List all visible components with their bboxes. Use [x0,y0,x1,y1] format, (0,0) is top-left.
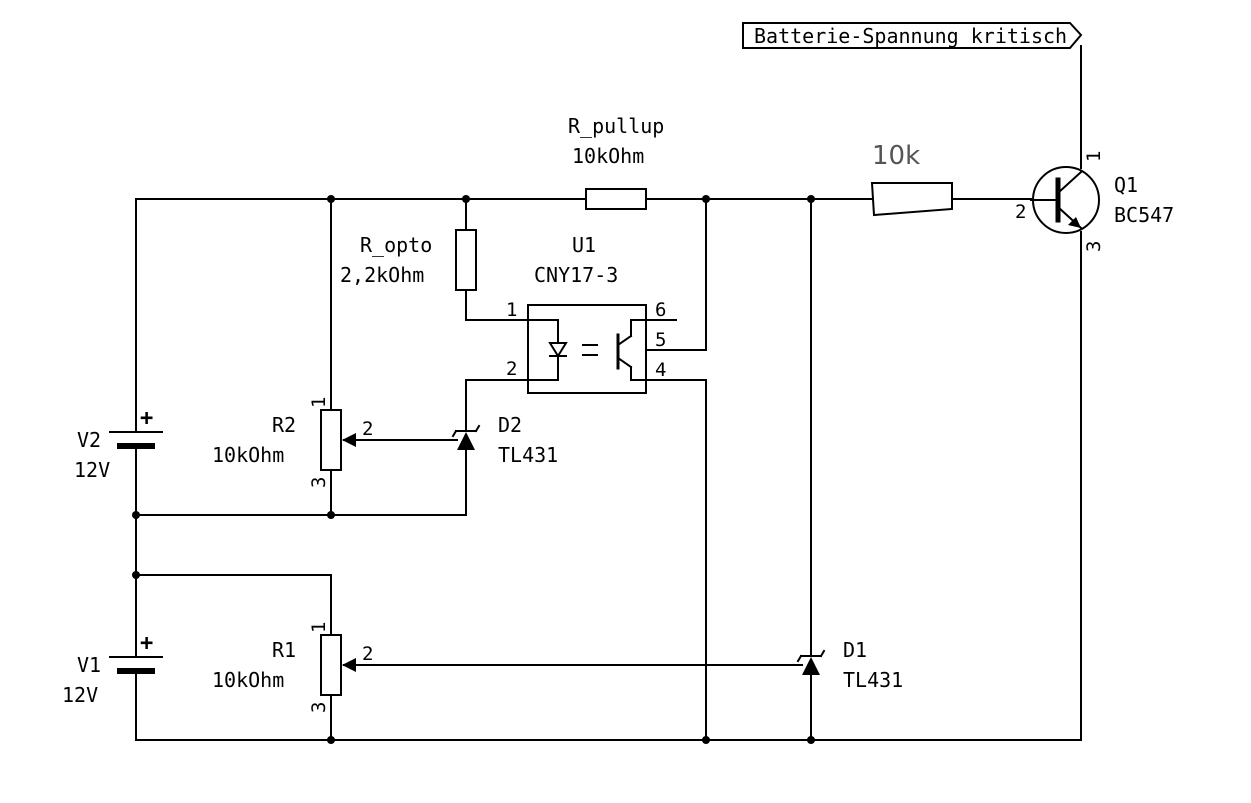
q1-pin-3: 3 [1083,241,1105,252]
potentiometer-r2: R2 10kOhm 1 2 3 [212,397,373,488]
d2-value: TL431 [498,443,558,467]
junction [807,736,815,744]
u1-pin-6: 6 [655,299,666,321]
q1-name: Q1 [1114,173,1138,197]
wires [135,45,1082,741]
r2-pin-3: 3 [308,477,330,488]
u1-pin-5: 5 [655,329,666,351]
q1-value: BC547 [1114,203,1174,227]
transistor-q1: Q1 BC547 1 2 3 [1015,151,1174,252]
r1-value: 10kOhm [212,668,284,692]
d1-value: TL431 [843,668,903,692]
v2-name: V2 [77,428,101,452]
r-base-value: 10k [872,141,920,171]
r2-pin-2: 2 [362,418,373,440]
u1-value: CNY17-3 [534,263,618,287]
junction [327,511,335,519]
global-label-text: Batterie-Spannung kritisch [754,24,1067,48]
r2-pin-1: 1 [308,397,330,408]
u1-pin-4: 4 [655,359,666,381]
r2-name: R2 [272,413,296,437]
v1-name: V1 [77,653,101,677]
d2-name: D2 [498,413,522,437]
junction [327,736,335,744]
junctions [132,195,815,744]
u1-pin-1: 1 [506,299,517,321]
v1-value: 12V [62,683,98,707]
u1-name: U1 [572,233,596,257]
q1-pin-1: 1 [1083,151,1105,162]
v1-polarity: + [140,631,153,656]
r1-pin-1: 1 [308,622,330,633]
optocoupler-u1: U1 CNY17-3 1 2 6 5 4 [506,233,666,394]
r-pullup-value: 10kOhm [572,144,644,168]
d1-name: D1 [843,638,867,662]
junction [702,736,710,744]
battery-v1: + V1 12V [62,631,163,707]
junction [132,571,140,579]
resistor-r-pullup: R_pullup 10kOhm [568,114,664,210]
battery-v2: + V2 12V [74,406,163,482]
junction [327,195,335,203]
junction [807,195,815,203]
global-label: Batterie-Spannung kritisch [742,22,1083,49]
potentiometer-r1: R1 10kOhm 1 2 3 [212,622,373,713]
r-pullup-name: R_pullup [568,114,664,138]
r2-value: 10kOhm [212,443,284,467]
r-opto-name: R_opto [360,233,432,257]
shunt-regulator-d1: D1 TL431 [796,638,903,692]
junction [702,195,710,203]
resistor-r-base: 10k [870,141,953,217]
shunt-regulator-d2: D2 TL431 [451,413,558,467]
v2-value: 12V [74,458,110,482]
q1-pin-2: 2 [1015,201,1026,223]
junction [132,511,140,519]
junction [462,195,470,203]
r1-name: R1 [272,638,296,662]
v2-polarity: + [140,406,153,431]
r1-pin-2: 2 [362,643,373,665]
resistor-r-opto: R_opto 2,2kOhm [340,229,477,291]
r-opto-value: 2,2kOhm [340,263,424,287]
u1-pin-2: 2 [506,358,517,380]
r1-pin-3: 3 [308,702,330,713]
